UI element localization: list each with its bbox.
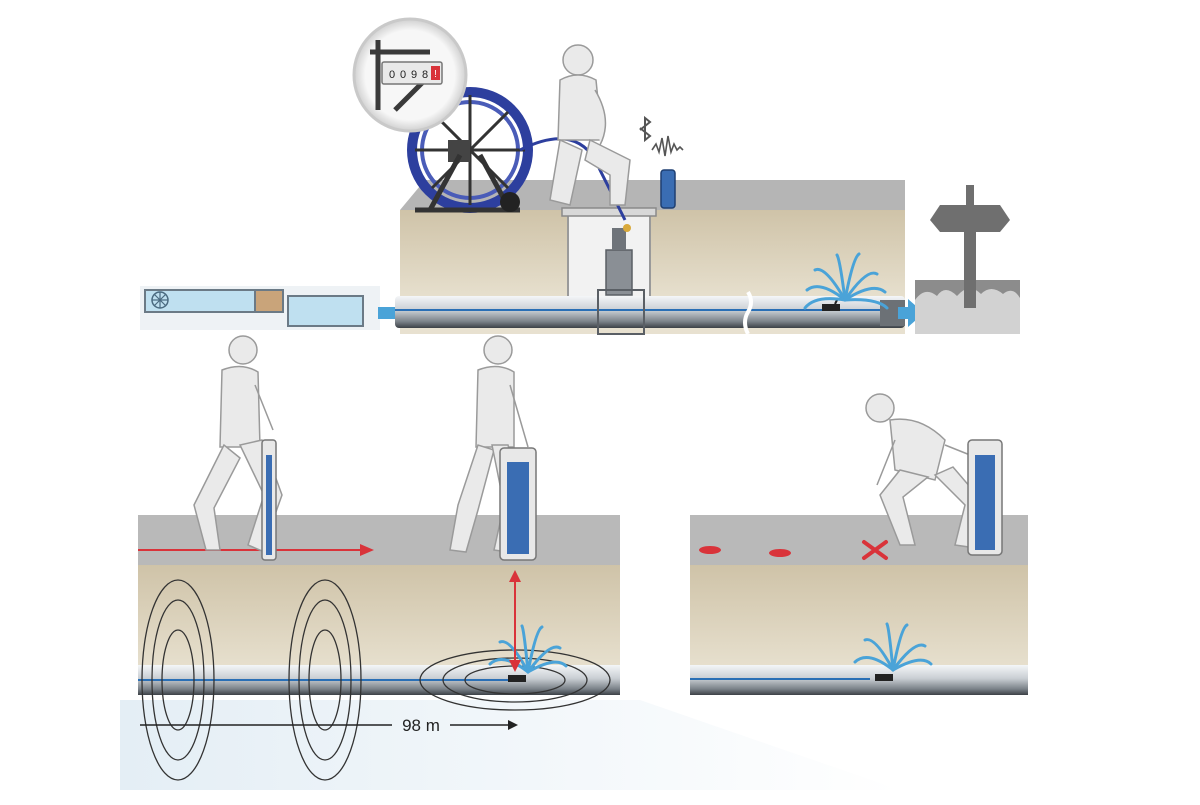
road-mark-2	[769, 549, 791, 557]
road-mark-x	[862, 540, 888, 560]
counter-flag: !	[434, 69, 437, 80]
top-panel: 0 0 9 8 !	[140, 17, 1020, 335]
counter-digit-3: 9	[411, 69, 417, 81]
main-pipe	[395, 289, 905, 335]
leak-spray-top	[803, 252, 889, 310]
bottom-right-panel	[690, 393, 1028, 695]
valve-chamber	[561, 207, 657, 303]
bottom-left-panel: 98 m	[120, 335, 900, 790]
distance-label: 98 m	[402, 716, 440, 735]
counter-digit-1: 0	[389, 69, 395, 81]
detector-device-crouching	[967, 439, 1003, 556]
reservoir-basins	[140, 286, 380, 330]
meter-counter-callout: 0 0 9 8 !	[352, 17, 468, 133]
distance-measure: 98 m	[140, 716, 518, 735]
counter-digit-4: 8	[422, 69, 428, 81]
flow-arrow-out	[898, 299, 924, 327]
road-mark-1	[699, 546, 721, 554]
detector-device-walking	[261, 439, 277, 561]
walk-direction-arrow	[138, 544, 374, 556]
leak-spray-left	[488, 624, 568, 674]
bluetooth-icon	[639, 115, 652, 143]
detector-device-standing	[499, 447, 537, 561]
counter-digit-2: 0	[400, 69, 406, 81]
depth-arrow	[509, 570, 521, 672]
sonde-right	[875, 674, 893, 681]
acoustic-sensor	[660, 169, 676, 209]
operator-kneeling	[549, 44, 631, 206]
leak-spray-right	[853, 622, 933, 672]
sonde-left	[508, 675, 526, 682]
water-tower-icon	[915, 185, 1020, 334]
signal-wave-icon	[651, 135, 684, 157]
